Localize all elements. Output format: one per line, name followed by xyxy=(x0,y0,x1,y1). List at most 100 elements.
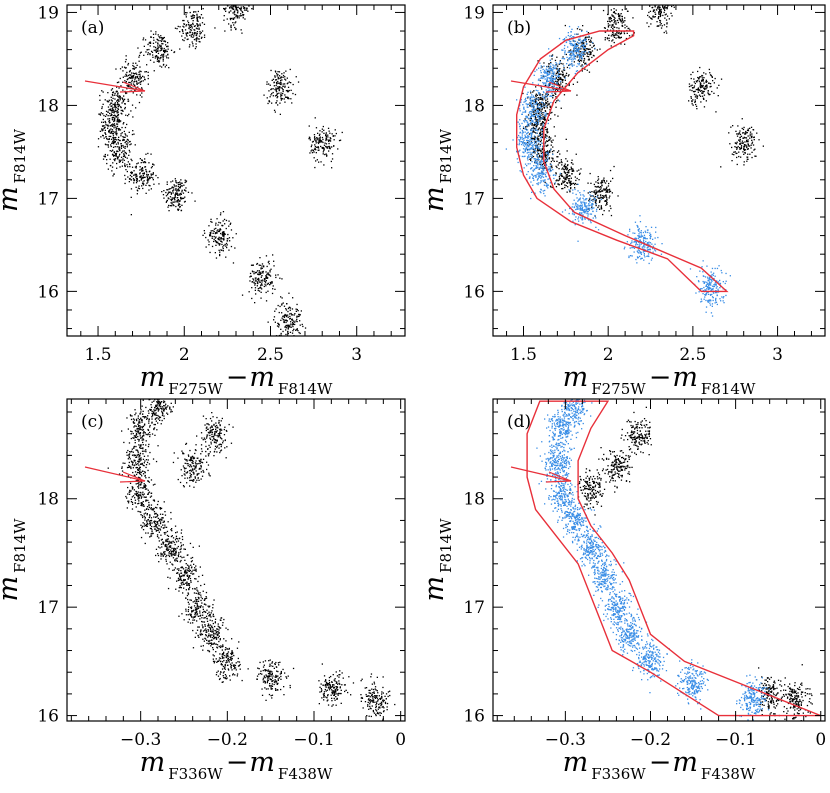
star-dot xyxy=(541,123,543,125)
star-dot xyxy=(192,14,194,16)
star-dot xyxy=(547,153,550,156)
star-dot xyxy=(613,35,615,37)
star-dot xyxy=(611,33,613,35)
star-dot xyxy=(518,151,520,153)
star-dot xyxy=(739,139,741,141)
star-dot xyxy=(286,77,288,79)
star-dot xyxy=(290,326,292,328)
star-dot xyxy=(200,37,203,39)
star-dot xyxy=(561,164,563,166)
star-dot xyxy=(560,107,562,109)
star-dot xyxy=(565,177,567,179)
star-dot xyxy=(317,142,320,145)
star-dot xyxy=(537,115,539,117)
star-dot xyxy=(618,14,621,16)
star-dot xyxy=(530,168,532,170)
star-dot xyxy=(277,96,279,98)
star-dot xyxy=(328,142,330,145)
star-dot xyxy=(229,223,231,225)
star-dot xyxy=(289,309,291,311)
star-dot xyxy=(562,180,564,182)
star-dot xyxy=(606,203,608,205)
star-dot xyxy=(555,101,557,104)
star-dot xyxy=(702,92,704,94)
star-dot xyxy=(539,167,541,169)
star-dot xyxy=(199,41,201,43)
star-dot xyxy=(591,191,593,193)
star-dot xyxy=(750,144,752,146)
star-dot xyxy=(664,17,666,19)
star-dot xyxy=(710,300,712,302)
star-dot xyxy=(700,86,703,88)
star-dot xyxy=(643,234,646,236)
star-dot xyxy=(275,308,277,310)
star-dot xyxy=(558,168,560,170)
star-dot xyxy=(135,72,137,74)
star-dot xyxy=(201,30,204,32)
star-dot xyxy=(723,296,725,298)
star-dot xyxy=(249,280,251,282)
star-dot xyxy=(251,287,253,289)
star-dot xyxy=(525,142,528,145)
star-dot xyxy=(179,48,181,50)
star-dot xyxy=(521,134,523,136)
star-dot xyxy=(530,147,532,149)
star-dot xyxy=(110,138,113,140)
star-dot xyxy=(543,104,545,107)
star-dot xyxy=(530,137,532,139)
star-dot xyxy=(588,205,591,207)
star-dot xyxy=(589,51,591,53)
star-dot xyxy=(193,38,196,41)
star-dot xyxy=(544,155,546,157)
star-dot xyxy=(707,300,709,302)
star-dot xyxy=(649,5,651,7)
star-dot xyxy=(698,281,700,283)
star-dot xyxy=(664,9,666,12)
star-dot xyxy=(572,189,574,191)
star-dot xyxy=(660,27,663,29)
star-dot xyxy=(127,142,129,144)
star-dot xyxy=(125,114,127,116)
star-dot xyxy=(691,89,693,92)
star-dot xyxy=(117,156,119,158)
star-dot xyxy=(263,94,265,96)
star-dot xyxy=(521,141,524,144)
star-dot xyxy=(177,208,179,210)
star-dot xyxy=(124,103,126,105)
star-dot xyxy=(704,88,706,90)
star-dot xyxy=(130,76,132,79)
star-dot xyxy=(331,153,334,155)
star-dot xyxy=(647,14,649,17)
star-dot xyxy=(255,271,257,274)
star-dot xyxy=(124,174,126,177)
star-dot xyxy=(219,230,221,232)
star-dot xyxy=(101,90,103,92)
star-dot xyxy=(265,271,267,273)
star-dot xyxy=(550,170,552,172)
star-dot xyxy=(240,2,241,3)
star-dot xyxy=(663,8,665,10)
star-dot xyxy=(639,251,641,253)
star-dot xyxy=(120,135,122,137)
star-dot xyxy=(618,37,620,39)
star-dot xyxy=(290,312,292,315)
star-dot xyxy=(584,36,587,38)
star-dot xyxy=(538,103,540,106)
star-dot xyxy=(688,85,691,88)
star-dot xyxy=(531,157,533,159)
star-dot xyxy=(580,51,582,53)
star-dot xyxy=(703,90,705,93)
star-dot xyxy=(644,246,646,248)
star-dot xyxy=(242,17,244,19)
star-dot xyxy=(186,32,189,34)
star-dot xyxy=(540,112,543,114)
star-dot xyxy=(566,167,569,169)
star-dot xyxy=(149,185,151,187)
star-dot xyxy=(549,84,551,86)
star-dot xyxy=(688,100,690,102)
star-dot xyxy=(588,59,590,61)
star-dot xyxy=(591,50,594,52)
star-dot xyxy=(561,70,563,72)
star-dot xyxy=(116,134,118,136)
star-dot xyxy=(736,147,738,149)
